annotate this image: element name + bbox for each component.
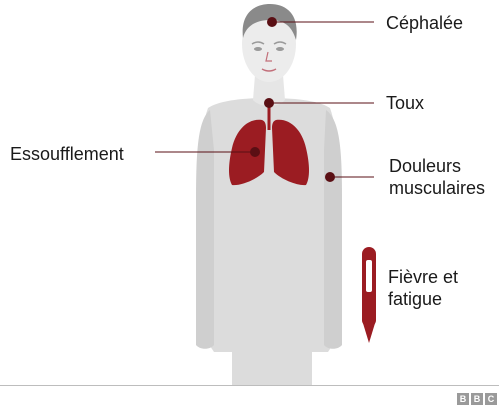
logo-letter: C [485,393,497,405]
label-cough: Toux [386,92,424,114]
logo-letter: B [471,393,483,405]
bbc-logo: B B C [457,393,497,405]
right-eye [276,47,284,51]
left-arm [196,110,214,349]
thermometer-icon [362,247,376,343]
dot-cough [264,98,274,108]
footer-divider [0,385,499,386]
label-breathlessness: Essoufflement [10,143,124,165]
dot-headache [267,17,277,27]
torso [199,98,338,385]
right-arm [324,110,342,349]
dot-muscle-pain [325,172,335,182]
left-eye [254,47,262,51]
dot-breathlessness [250,147,260,157]
label-fever-fatigue: Fièvre et fatigue [388,266,458,310]
label-muscle-pain: Douleurs musculaires [389,155,485,199]
logo-letter: B [457,393,469,405]
label-headache: Céphalée [386,12,463,34]
body-silhouette [196,4,342,385]
